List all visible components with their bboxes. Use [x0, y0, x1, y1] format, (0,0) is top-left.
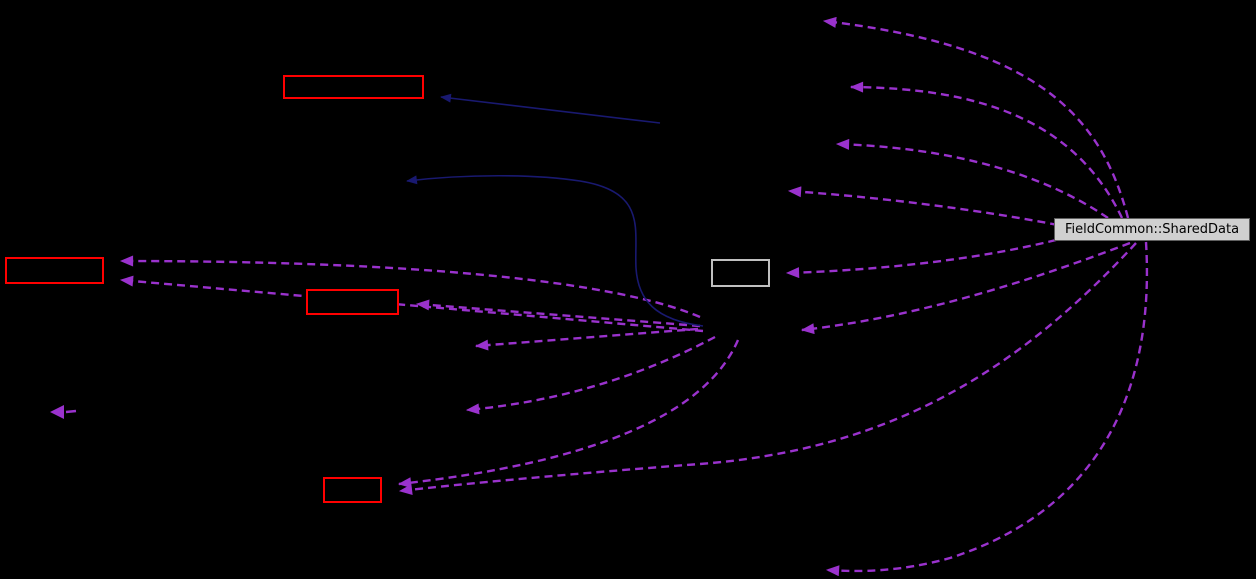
node-middle-red[interactable]: [306, 289, 399, 315]
usage-edge: [822, 16, 1130, 219]
node-left-red[interactable]: [5, 257, 104, 284]
usage-edge: [835, 138, 1109, 219]
usage-edge: [849, 81, 1124, 219]
usage-edge: [465, 335, 716, 415]
node-top-red[interactable]: [283, 75, 424, 99]
node-bottom-red[interactable]: [323, 477, 382, 503]
node-center-gray[interactable]: [711, 259, 770, 287]
usage-edges-from-center: [119, 255, 740, 489]
stray-arrowhead: [50, 405, 77, 419]
usage-edge: [787, 186, 1059, 227]
usage-edge: [119, 255, 701, 319]
usage-edge: [119, 275, 704, 333]
usage-edge: [398, 242, 1137, 496]
inheritance-edges: [406, 93, 704, 327]
inheritance-edge: [440, 93, 661, 124]
inheritance-edge: [406, 174, 704, 327]
usage-edge: [397, 339, 740, 489]
usage-edge: [474, 327, 699, 351]
usage-edge: [785, 238, 1057, 279]
usage-edge: [825, 241, 1149, 577]
usage-edge: [415, 299, 701, 328]
usage-edges-from-main-node: [398, 16, 1149, 577]
usage-edge: [800, 241, 1131, 335]
main-node-fieldcommon-shareddata[interactable]: FieldCommon::SharedData: [1054, 218, 1250, 241]
